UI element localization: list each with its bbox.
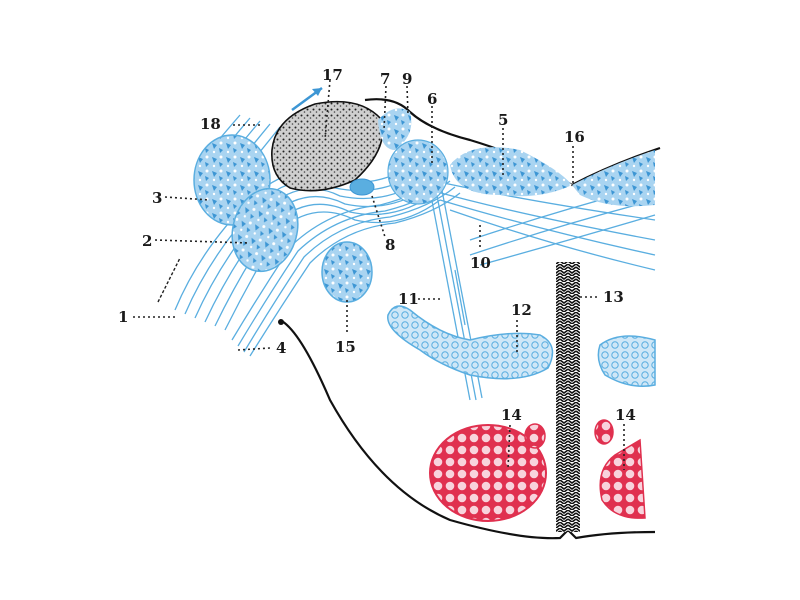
label-7: 7	[380, 70, 390, 88]
label-5: 5	[498, 111, 508, 129]
label-15: 15	[335, 338, 356, 356]
nucleus-6	[387, 139, 449, 205]
nucleus-5	[450, 147, 572, 197]
nucleus-7	[378, 108, 412, 150]
nucleus-16-right	[572, 150, 655, 207]
label-14-left: 14	[501, 406, 522, 424]
label-6: 6	[427, 90, 437, 108]
nucleus-14-small-right	[594, 419, 614, 445]
dark-body-17	[271, 100, 384, 192]
leader-lines	[133, 79, 625, 470]
label-4: 4	[276, 339, 286, 357]
labels: 1 2 3 4 5 6 7 8 9 10 11 12 13 14 14 15 1…	[118, 66, 636, 424]
label-13: 13	[603, 288, 624, 306]
nuclei	[193, 100, 656, 532]
label-9: 9	[402, 70, 412, 88]
nucleus-14-small-left	[524, 423, 546, 449]
nucleus-15	[321, 241, 373, 303]
raphe-13	[556, 262, 580, 532]
nucleus-2	[231, 187, 299, 273]
nucleus-12-right	[597, 335, 656, 387]
label-17: 17	[322, 66, 343, 84]
label-10: 10	[470, 254, 491, 272]
label-8: 8	[385, 236, 395, 254]
label-16: 16	[564, 128, 585, 146]
label-14-right: 14	[615, 406, 636, 424]
nucleus-14-right	[599, 438, 646, 519]
nucleus-12	[387, 305, 554, 380]
nucleus-14-left	[429, 424, 547, 522]
label-11: 11	[398, 290, 419, 308]
label-18: 18	[200, 115, 221, 133]
label-2: 2	[142, 232, 152, 250]
label-12: 12	[511, 301, 532, 319]
label-1: 1	[118, 308, 128, 326]
label-3: 3	[152, 189, 162, 207]
nucleus-8	[349, 178, 375, 196]
